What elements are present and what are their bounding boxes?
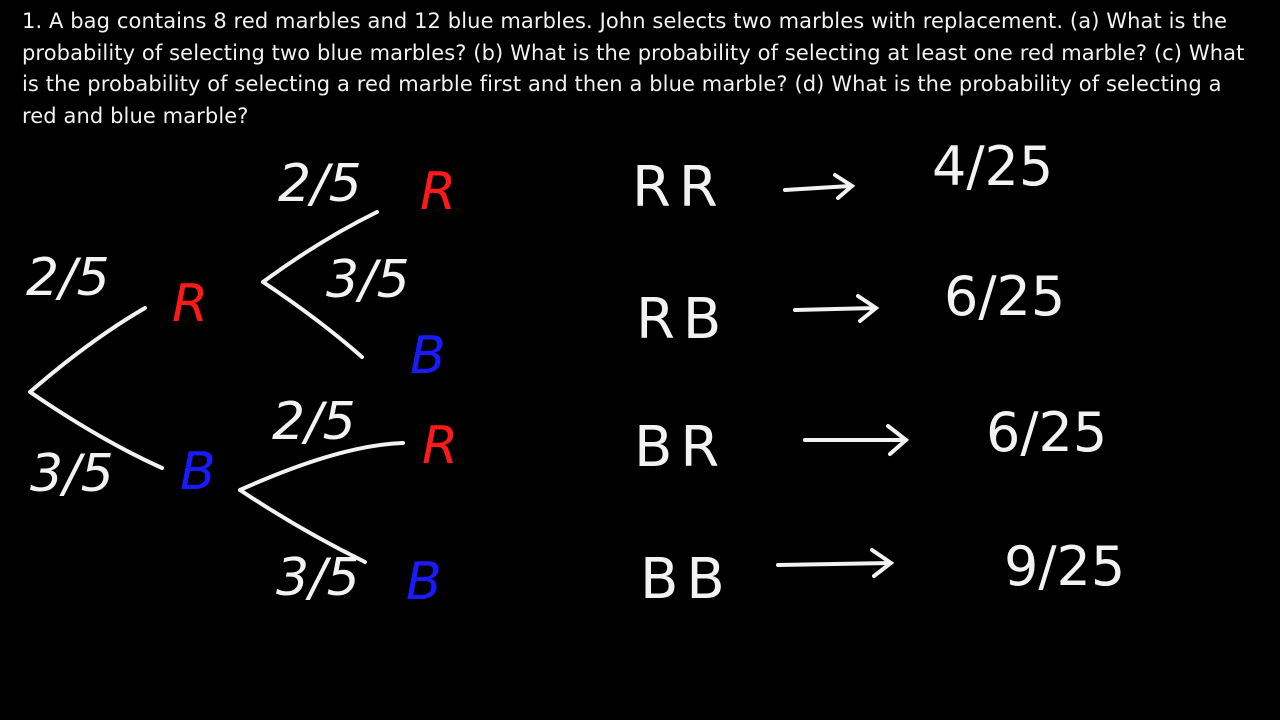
branch-red-then-red	[261, 210, 379, 284]
prob-red-then-red: 2/5	[278, 154, 362, 214]
branch-first-red	[28, 306, 147, 394]
arrow-rr	[783, 173, 856, 200]
prob-blue-then-blue: 3/5	[276, 548, 360, 608]
outcome-rr: RR	[632, 155, 726, 220]
branch-blue-then-red	[238, 441, 405, 492]
prob-red-then-blue: 3/5	[326, 250, 410, 310]
outcome-bb: BB	[640, 547, 733, 612]
prob-blue-then-red: 2/5	[272, 392, 356, 452]
prob-bb: 9/25	[1004, 535, 1126, 598]
outcome-br: BR	[634, 415, 728, 480]
node-red-then-blue: B	[410, 326, 446, 386]
node-blue-then-blue: B	[406, 552, 442, 612]
node-blue-then-red: R	[422, 416, 459, 476]
problem-statement: 1. A bag contains 8 red marbles and 12 b…	[22, 9, 1245, 128]
arrow-rb	[793, 294, 880, 323]
prob-first-red: 2/5	[26, 248, 110, 308]
arrow-bb	[776, 548, 895, 578]
prob-first-blue: 3/5	[30, 444, 114, 504]
prob-rr: 4/25	[932, 135, 1054, 198]
prob-rb: 6/25	[944, 265, 1066, 328]
node-first-red: R	[172, 274, 209, 334]
prob-br: 6/25	[986, 401, 1108, 464]
arrow-br	[803, 424, 910, 456]
branch-red-then-blue	[261, 280, 364, 359]
node-red-then-red: R	[420, 162, 457, 222]
branch-first-blue	[28, 390, 164, 470]
outcome-rb: RB	[636, 287, 730, 352]
branch-blue-then-blue	[238, 488, 367, 564]
node-first-blue: B	[180, 442, 216, 502]
